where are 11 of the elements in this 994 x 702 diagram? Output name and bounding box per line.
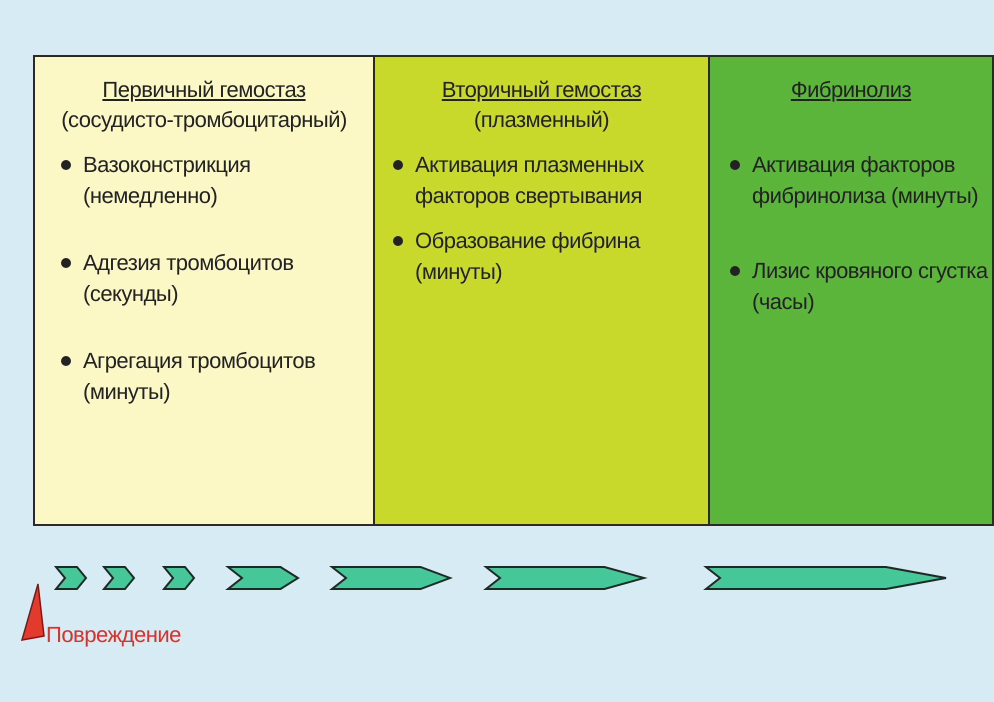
- bullet-item: Лизис кровяного сгустка (часы): [726, 255, 994, 317]
- stage-panel: [373, 57, 708, 524]
- bullet-item: Активация факторов фибринолиза (минуты): [726, 149, 994, 211]
- stage-heading: Вторичный гемостаз: [440, 76, 642, 104]
- stage-heading: Фибринолиз: [790, 76, 912, 104]
- stage-subheading: (сосудисто-тромбоцитарный): [60, 106, 348, 134]
- stage-panel: [708, 57, 992, 524]
- injury-label: Повреждение: [46, 622, 181, 648]
- stage-heading: Первичный гемостаз: [101, 76, 307, 104]
- stage-panel: [35, 57, 373, 524]
- stage-subheading: (плазменный): [472, 106, 610, 134]
